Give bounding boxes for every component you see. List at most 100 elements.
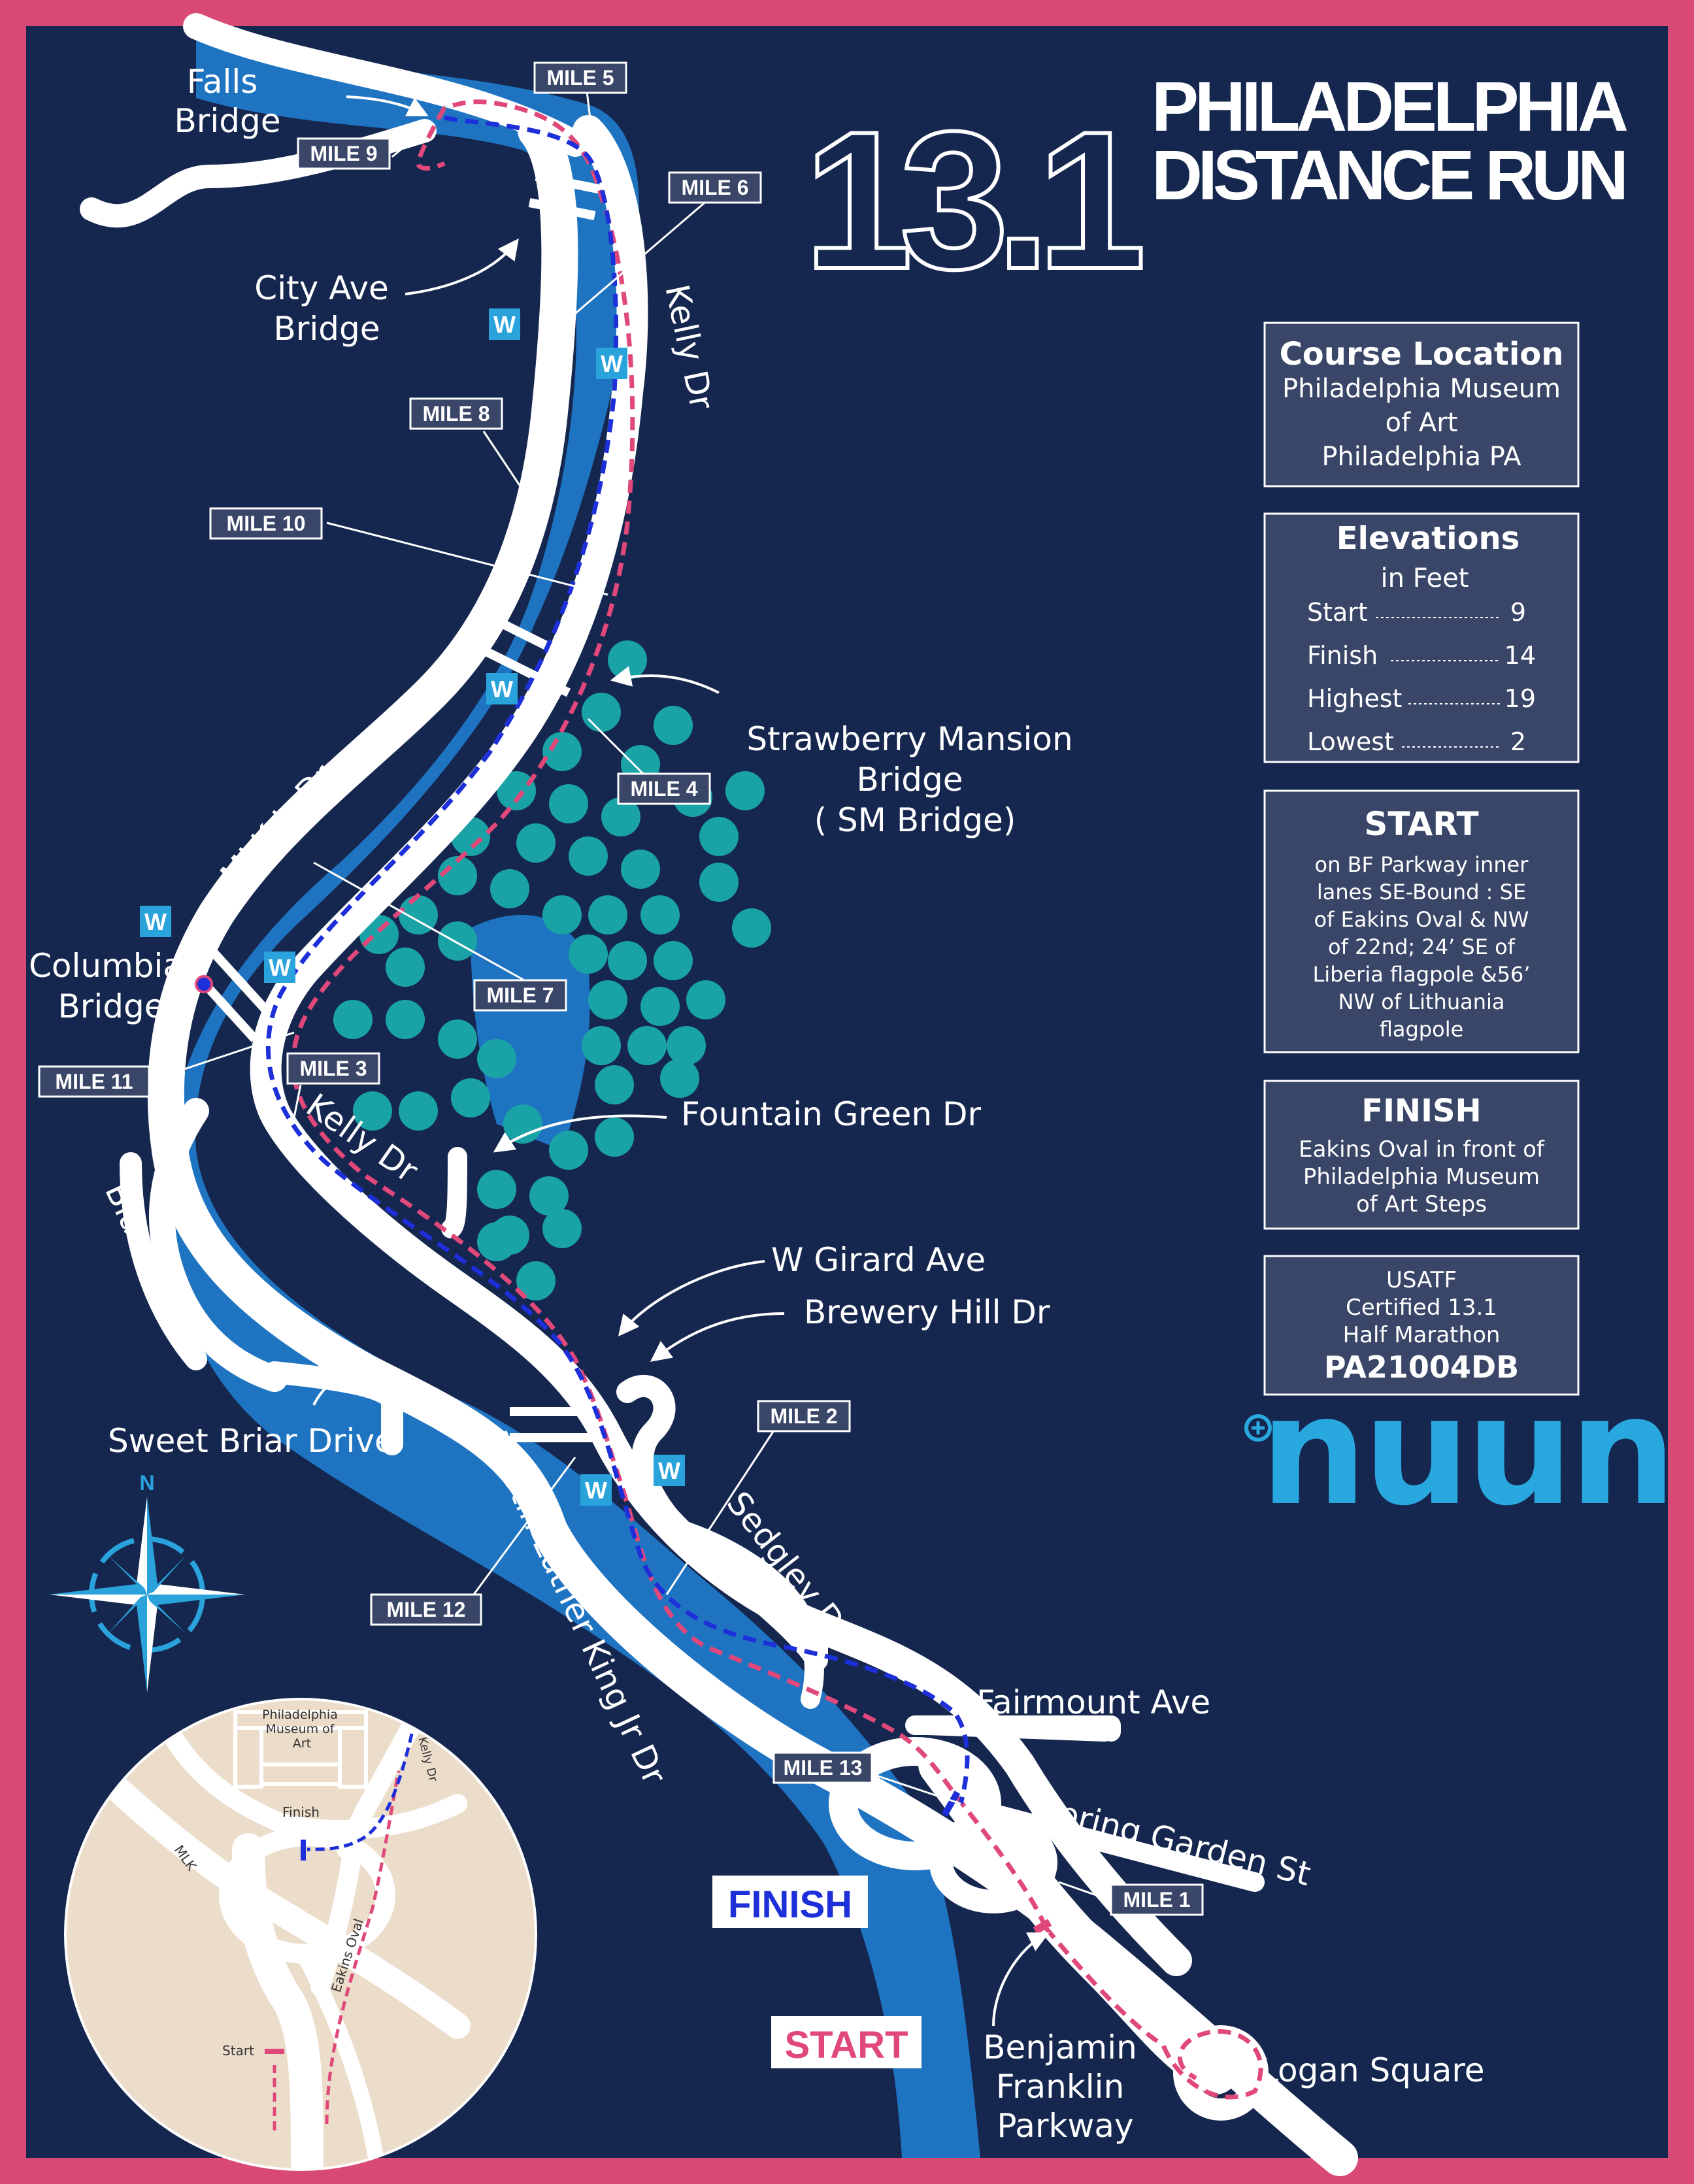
elevations-panel: Elevations in Feet Start 9 Finish 14 Hig…	[1263, 512, 1580, 763]
tree-icon	[621, 850, 660, 889]
svg-text:MILE 7: MILE 7	[486, 984, 554, 1007]
return-route-west	[416, 107, 447, 171]
tree-icon	[627, 1026, 667, 1065]
schuylkill-river	[164, 26, 980, 2158]
water-station-icon: W	[264, 951, 295, 983]
title-number: 13.1	[804, 90, 1141, 310]
tree-icon	[660, 1059, 699, 1098]
start-finish-inset-map: Philadelphia Museum of Art Kelly Dr Fini…	[64, 1698, 537, 2171]
title-line2: DISTANCE RUN	[1152, 135, 1629, 214]
water-station-icon: W	[489, 308, 520, 340]
mile-marker-3: MILE 3	[286, 1052, 380, 1085]
start-line	[1033, 1919, 1052, 1934]
mile-leaders	[137, 91, 1112, 1902]
tree-icon	[399, 1091, 438, 1131]
svg-text:MILE 12: MILE 12	[387, 1598, 466, 1621]
start-label-box: START	[771, 2016, 922, 2068]
tree-icon	[353, 1091, 392, 1131]
svg-text:Finish: Finish	[1307, 641, 1378, 670]
event-title: 13.1 PHILADELPHIA DISTANCE RUN	[802, 67, 1629, 312]
svg-text:of Art Steps: of Art Steps	[1356, 1191, 1487, 1217]
strawberry-mansion-bridge-label: Strawberry Mansion Bridge ( SM Bridge)	[746, 720, 1083, 839]
svg-text:Course Location: Course Location	[1280, 336, 1564, 372]
svg-text:MILE 3: MILE 3	[299, 1057, 367, 1080]
compass-north-label: N	[139, 1471, 154, 1495]
tree-icon	[549, 784, 588, 823]
svg-text:W: W	[269, 954, 291, 981]
finish-label-box: FINISH	[712, 1876, 868, 1928]
tree-icon	[333, 1000, 373, 1039]
svg-text:FINISH: FINISH	[1361, 1093, 1481, 1129]
fountain-green-dr-label: Fountain Green Dr	[681, 1095, 981, 1133]
tree-icon	[569, 836, 608, 876]
svg-text:of Art: of Art	[1386, 408, 1458, 438]
tree-icon	[595, 1065, 634, 1104]
tree-icon	[654, 941, 693, 980]
svg-text:Lowest: Lowest	[1307, 727, 1394, 756]
tree-icon	[699, 863, 739, 902]
tree-icon	[438, 856, 477, 895]
sedgley-dr	[670, 1519, 824, 1709]
svg-text:PA21004DB: PA21004DB	[1324, 1349, 1519, 1385]
brewery-hill-dr-label: Brewery Hill Dr	[804, 1293, 1050, 1331]
fountain-green-dr	[441, 1147, 467, 1238]
tree-icon	[640, 987, 680, 1026]
return-route	[265, 115, 970, 1804]
svg-text:9: 9	[1510, 598, 1526, 627]
museum-icon	[233, 1710, 368, 1789]
elevation-row-lowest: Lowest 2	[1307, 727, 1526, 756]
svg-text:MILE 4: MILE 4	[630, 777, 697, 801]
fairmount-ave-east	[918, 1715, 1114, 1742]
svg-text:MILE 6: MILE 6	[681, 176, 748, 199]
tree-icon	[686, 980, 725, 1019]
elevation-row-finish: Finish 14	[1307, 641, 1536, 670]
tree-icon	[588, 980, 627, 1019]
city-ave-bridge-label: City Ave Bridge	[254, 269, 399, 348]
start-panel-line: lanes SE-Bound : SE	[1317, 880, 1526, 904]
svg-text:MILE 2: MILE 2	[770, 1404, 837, 1428]
title-line1: PHILADELPHIA	[1152, 67, 1629, 146]
svg-text:19: 19	[1504, 684, 1536, 713]
mlk-dr-road	[147, 112, 1358, 2176]
svg-text:Start: Start	[1307, 598, 1368, 627]
tree-icon	[438, 1019, 477, 1059]
svg-text:Philadelphia PA: Philadelphia PA	[1321, 442, 1521, 472]
svg-text:Highest: Highest	[1307, 684, 1402, 713]
svg-text:MILE 10: MILE 10	[227, 512, 306, 535]
finish-line	[941, 1791, 961, 1817]
tree-icon	[477, 1222, 516, 1261]
tree-icon	[667, 1026, 706, 1065]
tree-icon	[608, 640, 647, 680]
strawberry-mansion-bridge	[474, 610, 578, 697]
eakins-oval	[829, 1737, 1057, 1913]
course-location-panel: Course Location Philadelphia Museum of A…	[1263, 322, 1580, 488]
start-panel-line: NW of Lithuania	[1338, 989, 1505, 1014]
svg-text:Philadelphia Museum: Philadelphia Museum	[1303, 1164, 1540, 1190]
mile-marker-10: MILE 10	[209, 507, 323, 540]
mile-marker-6: MILE 6	[668, 171, 762, 204]
svg-text:MILE 1: MILE 1	[1123, 1888, 1190, 1911]
svg-text:W: W	[144, 908, 167, 935]
tree-icon	[732, 908, 771, 948]
start-panel-line: flagpole	[1380, 1017, 1464, 1042]
fairmount-ave-label: Fairmount Ave	[976, 1683, 1210, 1721]
svg-text:W: W	[658, 1457, 680, 1484]
tree-icon	[386, 1000, 425, 1039]
start-panel-line: Liberia flagpole &56’	[1312, 962, 1530, 987]
tree-icon	[490, 869, 529, 908]
water-station-icon: W	[654, 1455, 685, 1486]
logan-square-label: Logan Square	[1260, 2051, 1485, 2089]
tree-icon	[542, 895, 582, 935]
tree-icon	[542, 1209, 582, 1248]
start-panel-line: of 22nd; 24’ SE of	[1328, 935, 1516, 959]
tree-icon	[725, 771, 765, 810]
svg-text:MILE 9: MILE 9	[310, 142, 377, 165]
svg-text:MILE 13: MILE 13	[784, 1756, 863, 1779]
tree-icon	[399, 895, 438, 935]
mile-marker-1: MILE 1	[1110, 1883, 1204, 1916]
tree-icon	[549, 1131, 588, 1170]
svg-text:Half Marathon: Half Marathon	[1343, 1322, 1501, 1348]
